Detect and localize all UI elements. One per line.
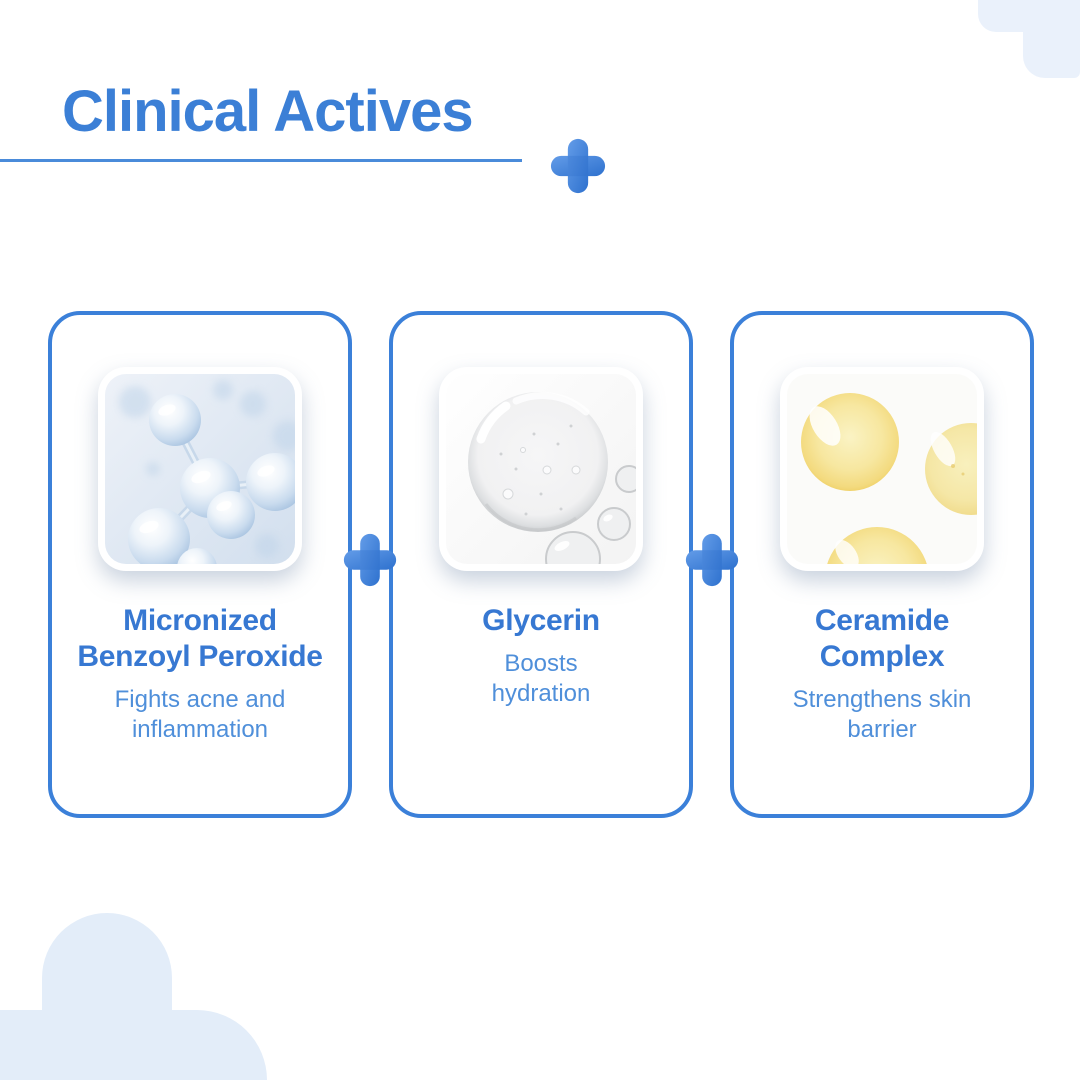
card-image-frame [439, 367, 643, 571]
actives-cards-row: Micronized Benzoyl Peroxide Fights acne … [48, 311, 1034, 818]
card-subtitle-line: Strengthens skin [792, 686, 972, 713]
bottom-left-decor-shape-horizontal [0, 1010, 267, 1080]
plus-icon [343, 533, 397, 587]
blue-molecules-image [105, 374, 295, 564]
page-title: Clinical Actives [62, 79, 474, 144]
card-title-line: Glycerin [482, 604, 600, 637]
title-underline [0, 159, 522, 162]
card-title-line: Ceramide [814, 604, 950, 637]
plus-icon [685, 533, 739, 587]
card-subtitle-line: Boosts [504, 650, 578, 677]
card-glycerin: Glycerin Boosts hydration [389, 311, 693, 818]
yellow-oil-drops-image [787, 374, 977, 564]
card-subtitle-line: Fights acne and [114, 686, 286, 713]
card-title-line: Micronized [123, 604, 277, 637]
card-title-line: Complex [819, 640, 945, 673]
top-right-decor-shape [978, 0, 1080, 32]
card-subtitle: Fights acne and inflammation [52, 685, 348, 745]
card-subtitle: Strengthens skin barrier [734, 685, 1030, 745]
card-title-line: Benzoyl Peroxide [77, 640, 323, 673]
card-subtitle-line: hydration [491, 680, 591, 707]
card-ceramide-complex: Ceramide Complex Strengthens skin barrie… [730, 311, 1034, 818]
card-title: Micronized Benzoyl Peroxide [52, 603, 348, 675]
card-subtitle-line: inflammation [131, 716, 269, 743]
card-title: Glycerin [393, 603, 689, 639]
clear-gel-droplet-image [446, 374, 636, 564]
card-image-frame [780, 367, 984, 571]
top-right-decor-shape-small [1023, 30, 1080, 78]
card-micronized-benzoyl-peroxide: Micronized Benzoyl Peroxide Fights acne … [48, 311, 352, 818]
card-title: Ceramide Complex [734, 603, 1030, 675]
card-image-frame [98, 367, 302, 571]
card-subtitle-line: barrier [847, 716, 917, 743]
plus-icon [550, 138, 606, 194]
card-subtitle: Boosts hydration [393, 649, 689, 709]
